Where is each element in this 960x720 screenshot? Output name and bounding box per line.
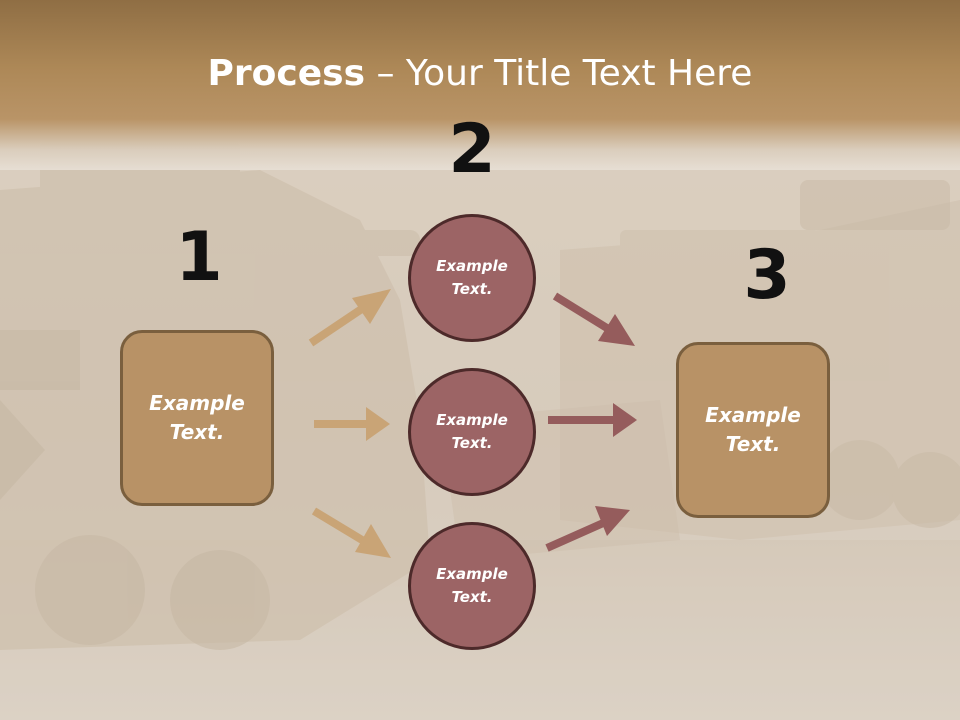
step-number-3: 3	[743, 236, 791, 315]
step-3-box[interactable]: Example Text.	[676, 342, 830, 518]
arrow-top-to-3	[552, 292, 635, 346]
arrow-1-to-top	[308, 289, 391, 347]
arrow-1-to-middle	[314, 407, 390, 441]
step-2-circle-bottom-text: Example Text.	[436, 565, 508, 606]
title-bold-part: Process	[207, 53, 366, 94]
step-1-box-text: Example Text.	[149, 391, 245, 444]
slide-title[interactable]: Process – Your Title Text Here	[0, 52, 960, 96]
step-number-2: 2	[448, 110, 496, 189]
arrow-1-to-bottom	[311, 507, 391, 558]
step-1-box[interactable]: Example Text.	[120, 330, 274, 506]
step-3-box-text: Example Text.	[705, 403, 801, 456]
step-2-circle-top-text: Example Text.	[436, 257, 508, 298]
arrow-bottom-to-3	[545, 506, 630, 552]
title-rest-part: – Your Title Text Here	[365, 53, 753, 94]
step-2-circle-bottom[interactable]: Example Text.	[408, 522, 536, 650]
step-2-circle-middle-text: Example Text.	[436, 411, 508, 452]
step-2-circle-top[interactable]: Example Text.	[408, 214, 536, 342]
arrow-middle-to-3	[548, 403, 637, 437]
title-band	[0, 0, 960, 170]
step-number-1: 1	[175, 218, 223, 297]
step-2-circle-middle[interactable]: Example Text.	[408, 368, 536, 496]
